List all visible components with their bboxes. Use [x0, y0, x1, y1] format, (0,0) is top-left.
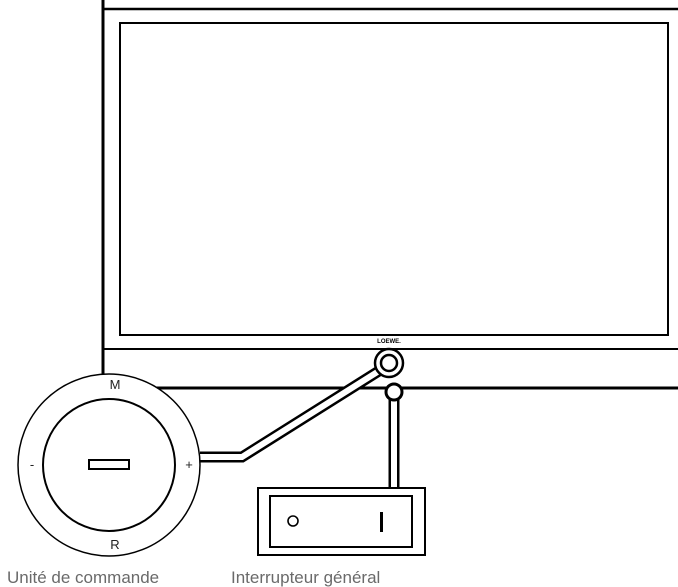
control-unit-caption: Unité de commande: [7, 568, 159, 587]
tv-outer-frame: [101, 0, 678, 390]
switch-on-icon: [380, 512, 383, 532]
control-label-minus: -: [30, 457, 34, 472]
switch-off-icon: [287, 515, 299, 527]
control-label-plus: +: [185, 457, 193, 472]
tv-logo: LOEWE.: [377, 339, 401, 345]
cable-control-to-tv: [200, 359, 393, 463]
control-unit-slot: [88, 459, 130, 470]
control-label-m: M: [110, 377, 121, 392]
cable-control-to-tv-inner: [200, 361, 392, 460]
sensor-connector-inner: [379, 353, 399, 373]
tv-screen: [119, 22, 669, 336]
control-label-r: R: [110, 537, 119, 552]
main-switch-caption: Interrupteur général: [231, 568, 380, 587]
switch-cable-connector: [384, 382, 404, 402]
main-switch[interactable]: [257, 487, 426, 556]
cables: [200, 359, 400, 488]
control-unit[interactable]: M R - +: [17, 373, 201, 557]
tv-set: LOEWE.: [101, 0, 678, 390]
connectors: [373, 347, 405, 402]
